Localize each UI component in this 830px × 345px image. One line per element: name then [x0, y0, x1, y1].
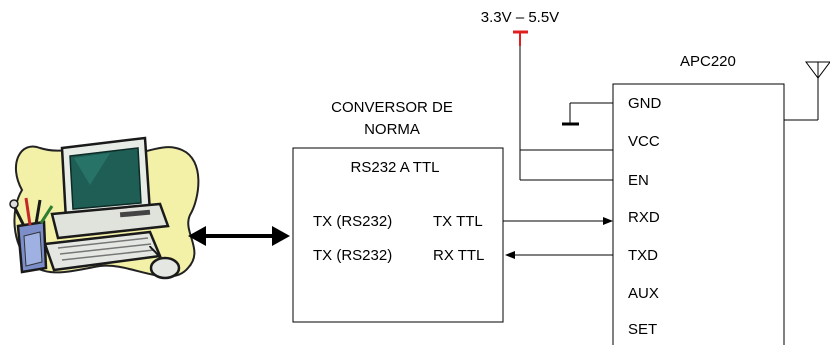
pin-gnd: GND: [628, 95, 662, 112]
pin-txd: TXD: [628, 247, 658, 264]
antenna-icon: [784, 61, 830, 121]
converter-heading-line2: NORMA: [364, 121, 420, 138]
pin-rxd: RXD: [628, 209, 660, 226]
module-title: APC220: [680, 53, 736, 70]
converter-box: [292, 147, 504, 323]
pin-aux: AUX: [628, 285, 659, 302]
pin-vcc: VCC: [628, 133, 660, 150]
converter-row1-right: TX TTL: [433, 213, 483, 230]
pin-set: SET: [628, 321, 657, 338]
computer-clipart-icon: [9, 136, 200, 280]
pin-en: EN: [628, 172, 649, 189]
converter-row1-left: TX (RS232): [313, 213, 392, 230]
supply-voltage-label: 3.3V – 5.5V: [481, 9, 559, 26]
pc-converter-link-arrow: [188, 226, 290, 246]
converter-heading-line1: CONVERSOR DE: [331, 99, 453, 116]
converter-row2-right: RX TTL: [433, 247, 484, 264]
converter-box-title: RS232 A TTL: [351, 159, 440, 176]
module-box: [612, 83, 785, 345]
ground-symbol-icon: [562, 102, 613, 126]
converter-row2-left: TX (RS232): [313, 247, 392, 264]
